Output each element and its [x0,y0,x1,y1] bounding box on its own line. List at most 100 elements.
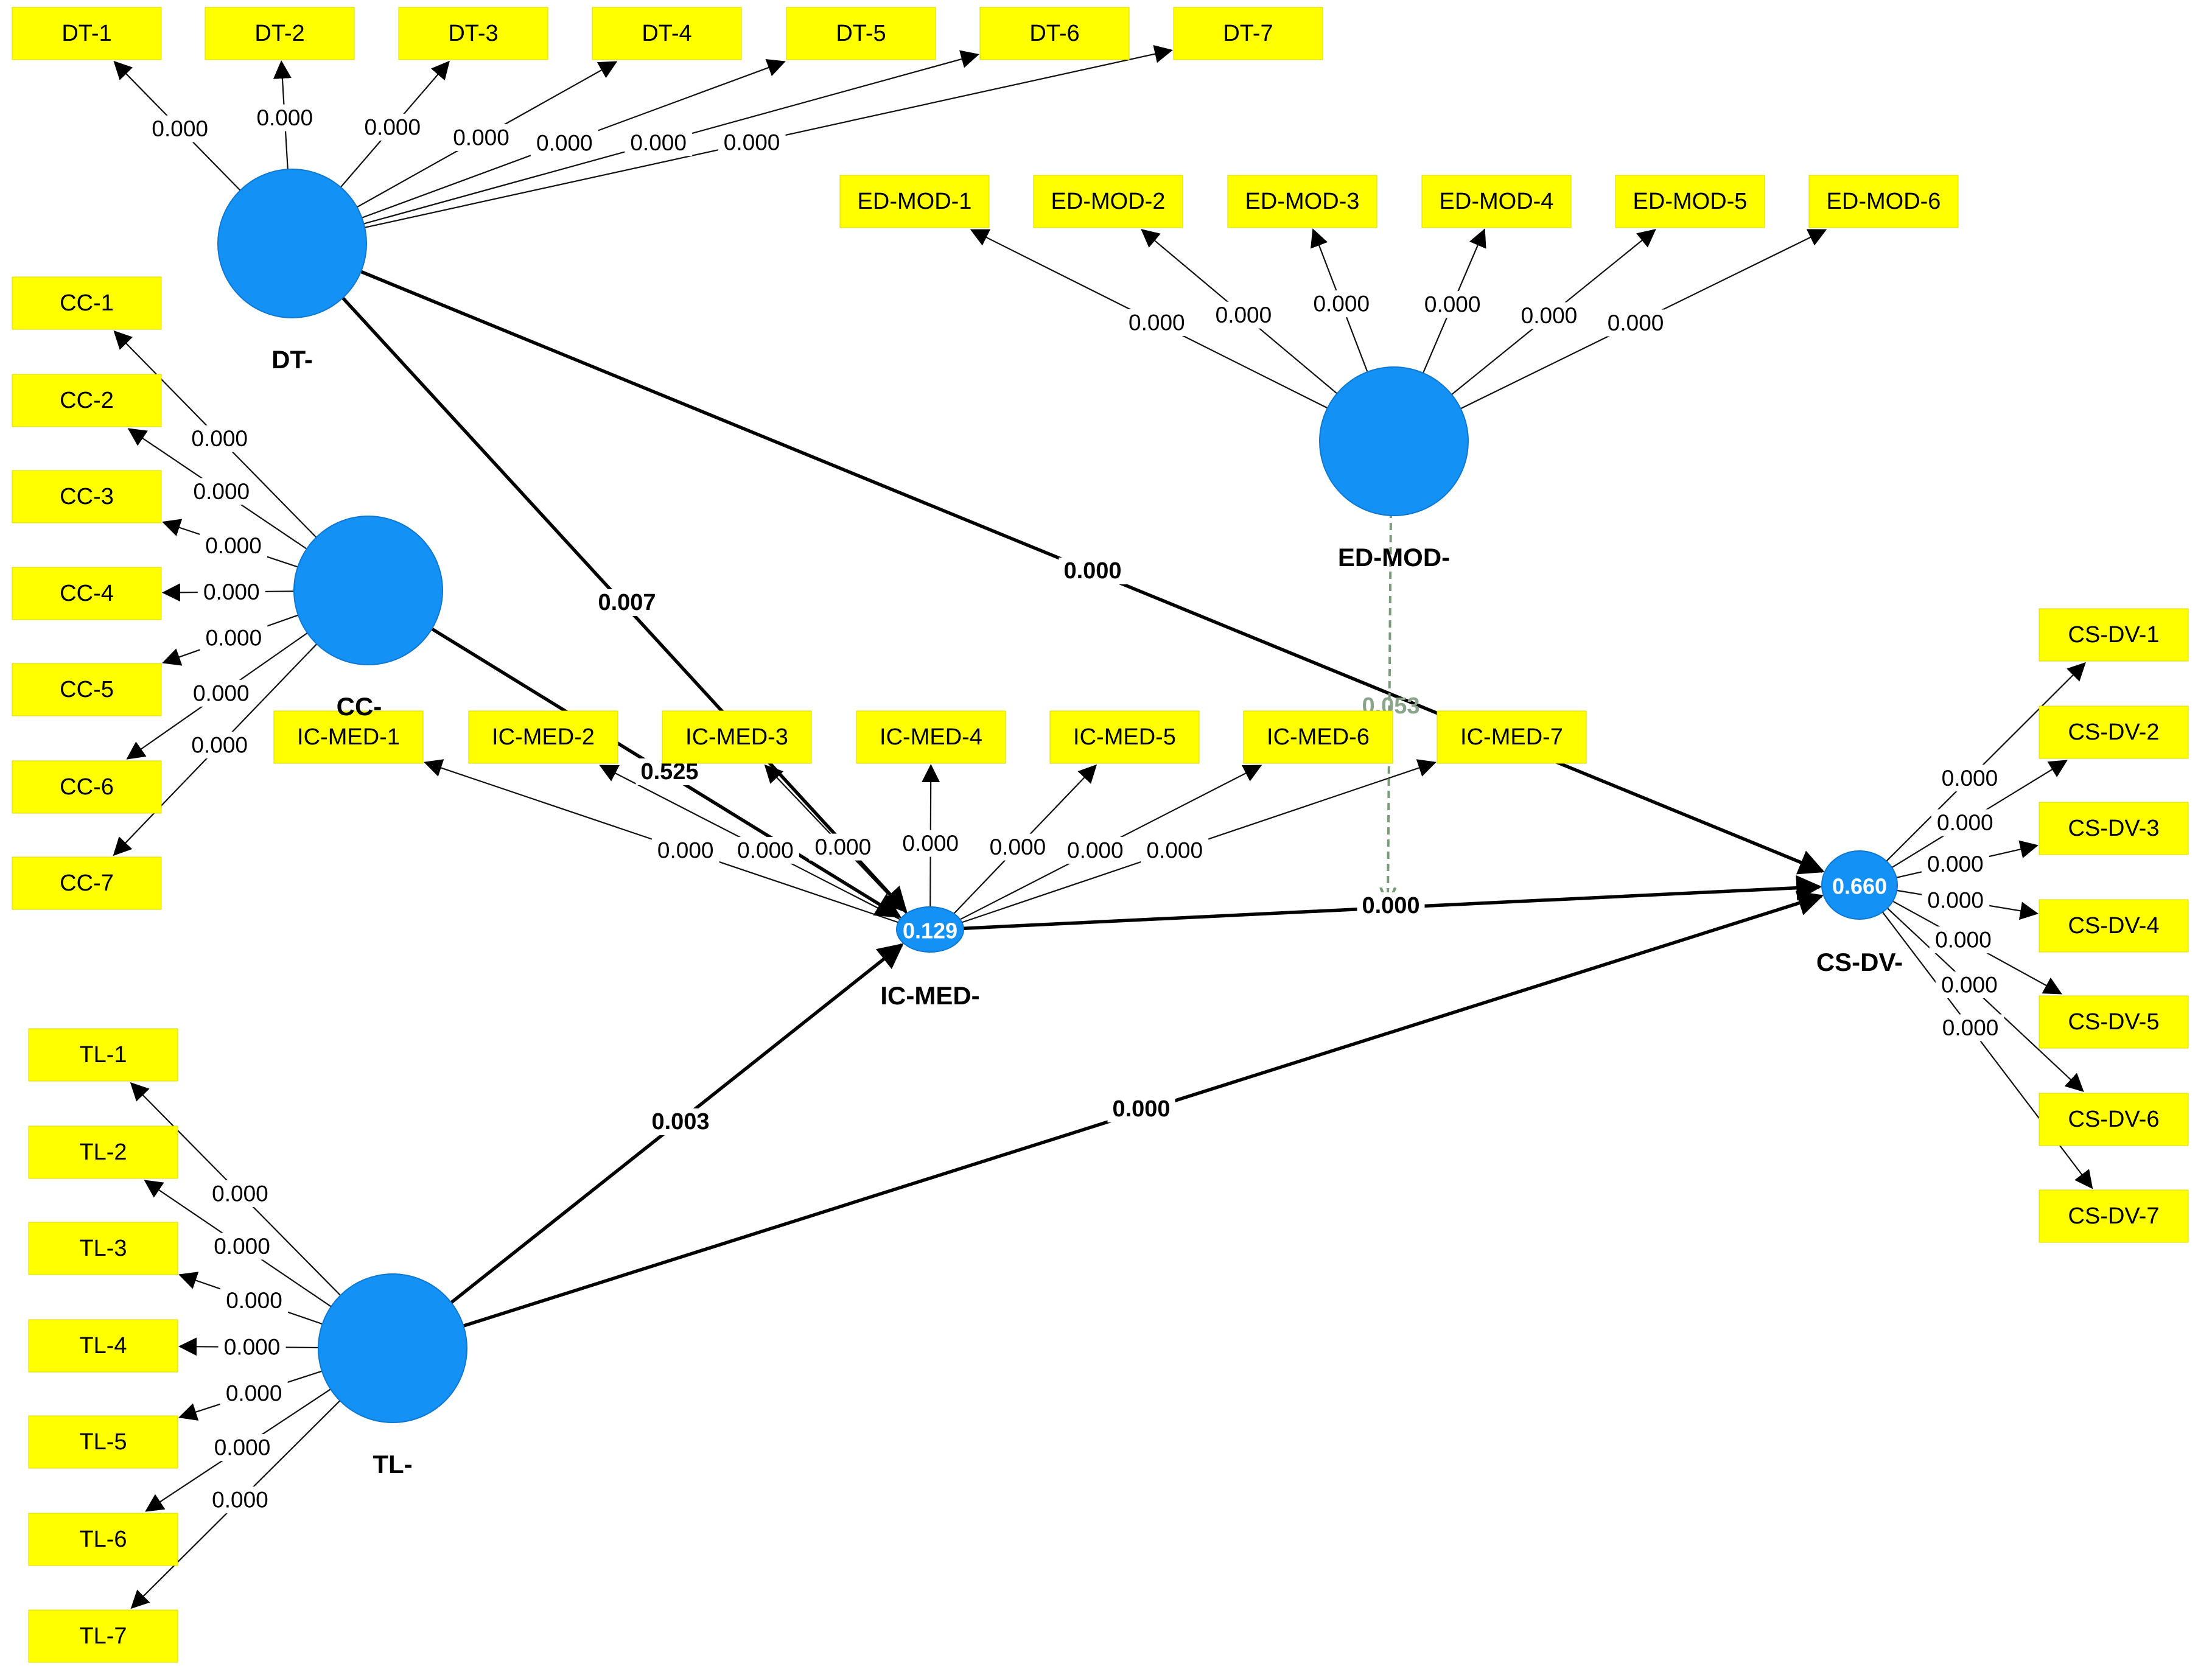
indicator-ed-mod-6[interactable]: ED-MOD-6 [1808,175,1959,228]
loading-line-cs-dv-6 [1886,908,2084,1093]
indicator-box [1033,175,1183,228]
indicator-dt-2[interactable]: DT-2 [205,7,355,60]
indicator-box [979,7,1130,60]
loading-pvalue-cs-dv-5: 0.000 [1935,928,1992,953]
indicator-cs-dv-2[interactable]: CS-DV-2 [2039,705,2189,759]
indicator-label: TL-4 [79,1333,127,1359]
indicator-cc-7[interactable]: CC-7 [12,856,162,910]
indicator-label: CC-3 [60,484,114,509]
indicator-box [12,276,162,330]
indicator-tl-1[interactable]: TL-1 [28,1028,178,1082]
indicator-ic-med-6[interactable]: IC-MED-6 [1243,710,1393,764]
indicator-box [398,7,548,60]
loading-pvalue-tl-5: 0.000 [226,1381,282,1405]
loading-pvalue-dt-6: 0.000 [630,130,687,155]
indicator-dt-7[interactable]: DT-7 [1173,7,1323,60]
loading-pvalue-ic-med-6: 0.000 [1067,838,1124,863]
construct-cc[interactable]: CC- [293,516,443,721]
indicator-ic-med-1[interactable]: IC-MED-1 [273,710,424,764]
loading-pvalue-ed-mod-3-bg [1307,290,1376,318]
loading-pvalue-cc-3: 0.000 [205,533,262,558]
indicator-box [28,1513,178,1566]
construct-dt[interactable]: DT- [217,169,367,374]
indicator-label: CC-5 [60,677,114,702]
indicator-box [2039,705,2189,759]
indicator-label: IC-MED-4 [880,724,982,750]
indicator-box [205,7,355,60]
indicator-dt-1[interactable]: DT-1 [12,7,162,60]
indicator-cc-4[interactable]: CC-4 [12,567,162,620]
construct-name: ED-MOD- [1338,543,1450,572]
indicator-box [2039,1189,2189,1243]
indicator-cs-dv-1[interactable]: CS-DV-1 [2039,608,2189,662]
indicator-label: IC-MED-2 [492,724,595,750]
loading-pvalue-cs-dv-5-bg [1929,926,1997,954]
indicator-cc-1[interactable]: CC-1 [12,276,162,330]
loading-pvalue-cc-5-bg [200,624,268,651]
indicator-ic-med-4[interactable]: IC-MED-4 [856,710,1006,764]
indicator-ed-mod-1[interactable]: ED-MOD-1 [839,175,990,228]
indicator-label: CS-DV-1 [2068,622,2160,648]
loading-pvalue-ic-med-6-bg [1061,836,1129,864]
indicator-label: ED-MOD-3 [1245,189,1360,214]
loading-pvalue-tl-7: 0.000 [212,1488,268,1513]
indicator-cs-dv-3[interactable]: CS-DV-3 [2039,802,2189,855]
path-pvalue-dt-csdv-bg [1059,558,1127,584]
indicator-cc-5[interactable]: CC-5 [12,663,162,716]
indicator-ed-mod-5[interactable]: ED-MOD-5 [1615,175,1765,228]
loading-pvalue-cc-1-bg [186,425,254,452]
indicator-label: ED-MOD-6 [1827,189,1941,214]
loading-pvalue-tl-4-bg [218,1334,286,1361]
loading-pvalue-dt-7-bg [718,129,786,156]
indicator-tl-3[interactable]: TL-3 [28,1222,178,1275]
construct-tl[interactable]: TL- [318,1273,467,1479]
indicator-ic-med-7[interactable]: IC-MED-7 [1437,710,1587,764]
loading-pvalue-ed-mod-2-bg [1209,301,1278,329]
construct-edmod[interactable]: ED-MOD- [1319,366,1469,572]
path-pvalue-tl-icmed: 0.003 [651,1109,709,1135]
indicator-dt-6[interactable]: DT-6 [979,7,1130,60]
indicator-dt-5[interactable]: DT-5 [786,7,936,60]
indicator-ic-med-3[interactable]: IC-MED-3 [662,710,812,764]
indicator-ed-mod-2[interactable]: ED-MOD-2 [1033,175,1183,228]
indicator-dt-4[interactable]: DT-4 [592,7,742,60]
indicator-ed-mod-4[interactable]: ED-MOD-4 [1421,175,1572,228]
indicator-tl-2[interactable]: TL-2 [28,1125,178,1179]
loading-pvalue-tl-6-bg [208,1434,276,1461]
indicator-tl-5[interactable]: TL-5 [28,1415,178,1469]
indicator-ed-mod-3[interactable]: ED-MOD-3 [1227,175,1377,228]
indicator-label: CS-DV-3 [2068,816,2160,841]
indicator-cc-2[interactable]: CC-2 [12,374,162,427]
indicator-box [2039,995,2189,1049]
indicator-cc-3[interactable]: CC-3 [12,470,162,523]
indicator-tl-7[interactable]: TL-7 [28,1609,178,1663]
indicator-cs-dv-6[interactable]: CS-DV-6 [2039,1093,2189,1146]
indicator-ic-med-5[interactable]: IC-MED-5 [1049,710,1200,764]
loading-pvalue-ed-mod-5: 0.000 [1521,303,1578,328]
indicator-tl-4[interactable]: TL-4 [28,1319,178,1373]
loading-pvalue-cs-dv-2-bg [1931,809,1999,836]
loading-pvalue-ed-mod-1: 0.000 [1129,310,1185,335]
indicator-tl-6[interactable]: TL-6 [28,1513,178,1566]
indicator-label: TL-3 [79,1236,127,1261]
loading-pvalue-tl-3: 0.000 [226,1288,282,1313]
indicator-cc-6[interactable]: CC-6 [12,760,162,814]
indicator-label: TL-1 [79,1042,127,1068]
indicator-label: ED-MOD-4 [1440,189,1554,214]
indicator-box [786,7,936,60]
loading-pvalue-ed-mod-6: 0.000 [1608,310,1664,335]
indicator-label: TL-2 [79,1139,127,1165]
indicator-cs-dv-7[interactable]: CS-DV-7 [2039,1189,2189,1243]
loading-pvalue-tl-7-bg [206,1486,274,1514]
indicator-cs-dv-5[interactable]: CS-DV-5 [2039,995,2189,1049]
loading-pvalue-cc-4: 0.000 [203,579,260,604]
indicator-cs-dv-4[interactable]: CS-DV-4 [2039,899,2189,953]
indicator-ic-med-2[interactable]: IC-MED-2 [468,710,618,764]
indicator-dt-3[interactable]: DT-3 [398,7,548,60]
path-pvalue-dt-icmed: 0.007 [598,590,656,615]
indicator-box [592,7,742,60]
indicator-box [12,856,162,910]
indicator-label: TL-7 [79,1623,127,1649]
